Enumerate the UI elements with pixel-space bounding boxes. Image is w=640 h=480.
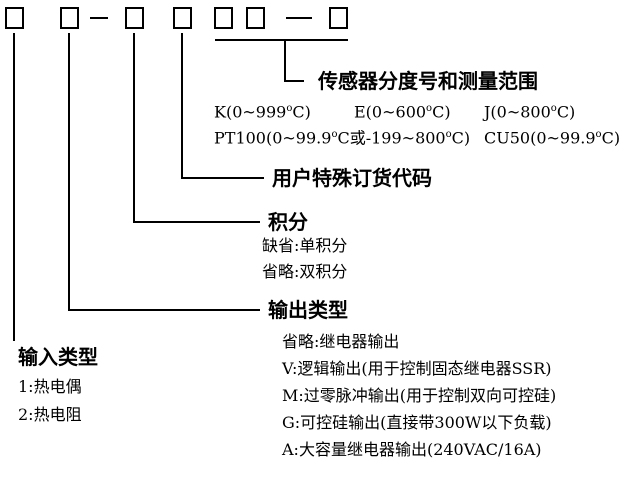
sensor-range-k: K(0~999oC) bbox=[214, 102, 311, 122]
output-type-item: 省略:继电器输出 bbox=[282, 332, 400, 351]
connector-output-type bbox=[68, 33, 260, 311]
code-box-sensor-2 bbox=[246, 7, 265, 29]
sensor-range-e: E(0~600oC) bbox=[354, 102, 451, 122]
input-type-item: 1:热电偶 bbox=[18, 377, 82, 396]
sensor-title: 传感器分度号和测量范围 bbox=[318, 69, 538, 93]
integral-item: 省略:双积分 bbox=[262, 262, 348, 281]
code-box-input-type bbox=[5, 7, 24, 29]
connector-sensor-drop bbox=[284, 40, 304, 82]
integral-item: 缺省:单积分 bbox=[262, 236, 348, 255]
input-type-item: 2:热电阻 bbox=[18, 405, 82, 424]
code-box-sensor-1 bbox=[214, 7, 233, 29]
output-type-item: V:逻辑输出(用于控制固态继电器SSR) bbox=[282, 359, 552, 378]
code-box-output-type bbox=[60, 7, 79, 29]
sensor-range-pt100: PT100(0~99.9oC或-199~800oC) bbox=[214, 128, 471, 148]
output-type-item: G:可控硅输出(直接带300W以下负载) bbox=[282, 413, 552, 432]
output-type-item: M:过零脉冲输出(用于控制双向可控硅) bbox=[282, 386, 557, 405]
connector-special-code bbox=[181, 33, 264, 179]
sensor-range-j: J(0~800oC) bbox=[484, 102, 576, 122]
code-box-special-code bbox=[173, 7, 192, 29]
sensor-range-cu50: CU50(0~99.9oC) bbox=[484, 128, 621, 148]
integral-title: 积分 bbox=[268, 210, 308, 234]
special-code-title: 用户特殊订货代码 bbox=[272, 166, 432, 190]
code-box-sensor-3 bbox=[329, 7, 348, 29]
output-type-title: 输出类型 bbox=[268, 298, 348, 322]
code-box-integral bbox=[125, 7, 144, 29]
output-type-item: A:大容量继电器输出(240VAC/16A) bbox=[282, 440, 542, 459]
connector-integral bbox=[133, 33, 260, 223]
input-type-title: 输入类型 bbox=[18, 345, 98, 369]
